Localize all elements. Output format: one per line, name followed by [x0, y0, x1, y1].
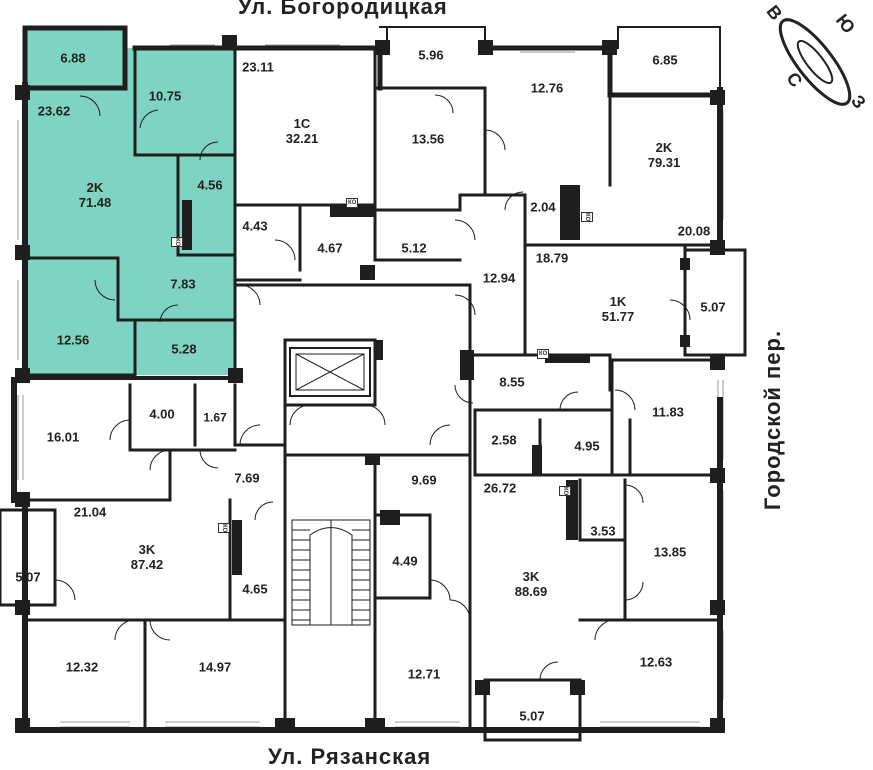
ko-marker: КО — [171, 237, 183, 248]
apartment-area: 32.21 — [285, 131, 319, 146]
apartment-label-2k-79-31[interactable]: 2K 79.31 — [648, 140, 681, 170]
room-area: 12.56 — [56, 332, 90, 348]
room-area: 14.97 — [198, 659, 232, 675]
room-area: 7.69 — [234, 470, 260, 486]
room-area: 10.75 — [148, 88, 182, 104]
room-area: 4.56 — [197, 177, 223, 193]
apartment-type: 1K — [609, 294, 627, 309]
room-area: 2.04 — [530, 199, 556, 215]
room-area: 5.07 — [700, 299, 726, 315]
apartment-area: 51.77 — [601, 309, 635, 324]
street-name-right-text: Городской пер. — [760, 329, 785, 511]
room-area: 4.43 — [242, 218, 268, 234]
room-area: 23.62 — [37, 103, 71, 119]
apartment-type: 2K — [86, 180, 104, 195]
ko-marker: КО — [346, 198, 359, 208]
ko-marker: КО — [218, 523, 230, 534]
room-area: 5.96 — [418, 47, 444, 63]
apartment-type: 2K — [655, 140, 673, 155]
room-area: 23.11 — [242, 59, 274, 75]
apartment-label-3k-88-69[interactable]: 3K 88.69 — [515, 569, 548, 599]
room-area: 4.95 — [574, 438, 600, 454]
apartment-area: 88.69 — [514, 584, 548, 599]
apartment-label-3k-87-42[interactable]: 3K 87.42 — [131, 542, 164, 572]
apartment-type: 3K — [522, 569, 540, 584]
room-area: 21.04 — [73, 504, 107, 520]
room-area: 8.55 — [499, 374, 525, 390]
room-area: 3.53 — [590, 523, 616, 539]
room-area: 12.76 — [530, 80, 564, 96]
apartment-type: 3K — [138, 542, 156, 557]
room-area: 4.49 — [392, 553, 418, 569]
highlighted-apartment-fill — [25, 28, 235, 375]
staircase — [291, 519, 371, 626]
room-area: 5.07 — [15, 569, 41, 585]
room-area: 12.32 — [65, 659, 99, 675]
room-area: 9.69 — [411, 472, 437, 488]
room-area: 7.83 — [170, 276, 196, 292]
compass-icon — [778, 18, 852, 106]
ko-marker: КО — [537, 349, 550, 359]
door-arcs — [54, 94, 691, 681]
room-area: 4.65 — [242, 581, 268, 597]
room-area: 6.88 — [60, 50, 86, 66]
room-area: 5.28 — [171, 341, 197, 357]
room-area: 12.94 — [482, 270, 516, 286]
apartment-area: 87.42 — [130, 557, 164, 572]
apartment-area: 79.31 — [647, 155, 681, 170]
compass: В Ю С З — [760, 0, 870, 120]
room-area: 4.00 — [149, 406, 175, 422]
street-name-bottom: Ул. Рязанская — [268, 744, 432, 769]
room-area: 16.01 — [46, 429, 80, 445]
room-area: 2.58 — [491, 432, 517, 448]
ko-marker: КО — [559, 486, 571, 497]
room-area: 5.12 — [401, 240, 427, 256]
room-area: 12.71 — [407, 666, 441, 682]
ko-marker: КО — [581, 212, 593, 223]
shafts — [15, 35, 725, 733]
apartment-label-1c-32-21[interactable]: 1С 32.21 — [286, 116, 319, 146]
apartment-label-1k-51-77[interactable]: 1K 51.77 — [602, 294, 635, 324]
room-area: 18.79 — [535, 250, 569, 266]
room-area: 5.07 — [519, 708, 545, 724]
room-area: 12.63 — [639, 654, 673, 670]
room-area: 6.85 — [652, 52, 678, 68]
room-area: 20.08 — [677, 223, 711, 239]
room-area: 4.67 — [317, 240, 343, 256]
apartment-area: 71.48 — [78, 195, 112, 210]
room-area: 13.56 — [411, 131, 445, 147]
street-name-right: Городской пер. — [758, 300, 788, 540]
room-area: 11.83 — [652, 404, 684, 420]
elevator — [289, 347, 371, 397]
apartment-label-2k-71-48[interactable]: 2K 71.48 — [79, 180, 112, 210]
apartment-type: 1С — [293, 116, 311, 131]
room-area: 26.72 — [483, 480, 517, 496]
room-area: 13.85 — [653, 544, 687, 560]
street-name-top: Ул. Богородицкая — [238, 0, 448, 19]
room-area: 1.67 — [203, 410, 227, 425]
